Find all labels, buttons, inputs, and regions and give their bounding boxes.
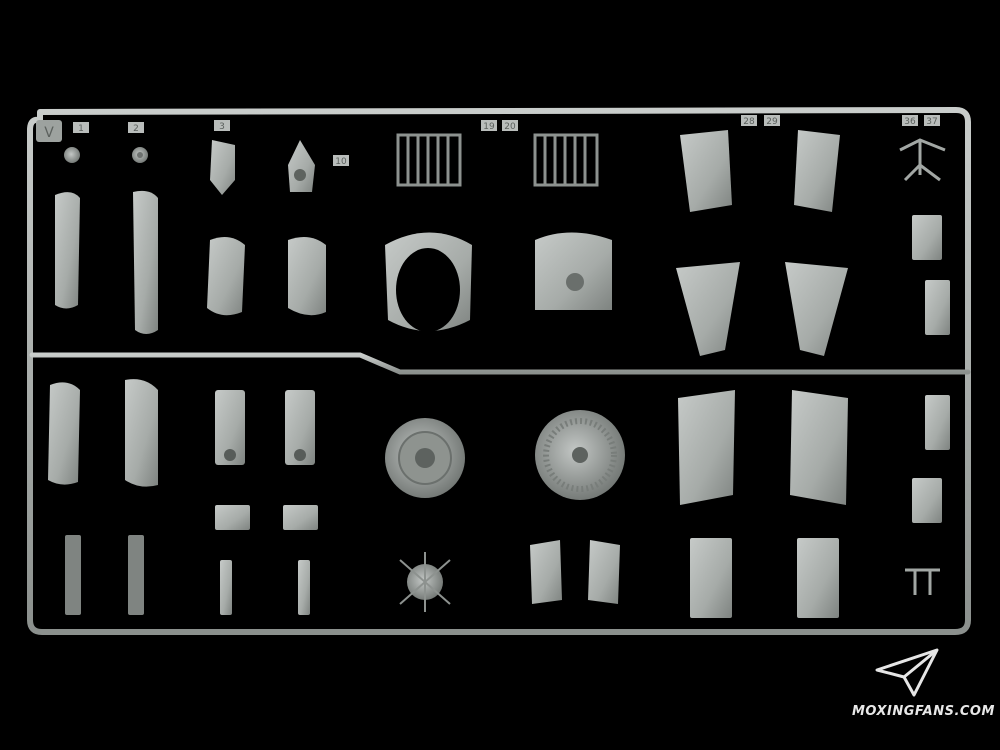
strut-parts <box>65 535 310 615</box>
paper-plane-icon <box>875 648 939 697</box>
seat-parts <box>530 540 620 604</box>
wing-panel-parts <box>676 130 848 618</box>
part-number-label: 3 <box>219 122 225 132</box>
part-number-label: 37 <box>926 117 937 127</box>
part-number-label: 2 <box>133 124 139 134</box>
part-number-label: 10 <box>335 157 347 167</box>
sprue-letter-tab: V <box>36 120 62 142</box>
watermark-text: MOXINGFANS.COM <box>852 704 995 719</box>
grille-parts <box>396 133 599 187</box>
housing-part <box>535 232 612 310</box>
mechanism-parts <box>215 390 318 530</box>
small-round-parts <box>64 147 148 163</box>
part-number-label: 1 <box>78 124 84 134</box>
sprue-letter: V <box>44 125 54 141</box>
sprue-runners <box>29 113 971 633</box>
part-number-label: 28 <box>743 117 755 127</box>
part-number-label: 20 <box>504 122 516 132</box>
dome-part <box>399 552 451 612</box>
fan-disc-parts <box>385 410 625 500</box>
sprue-frame <box>27 107 971 635</box>
part-number-label: 36 <box>904 117 916 127</box>
shield-parts <box>210 140 315 195</box>
part-number-label: 29 <box>766 117 778 127</box>
part-number-label: 19 <box>483 122 495 132</box>
small-bracket-parts <box>899 138 950 595</box>
curved-panel-parts <box>48 190 326 487</box>
intake-ring-part <box>385 232 472 332</box>
